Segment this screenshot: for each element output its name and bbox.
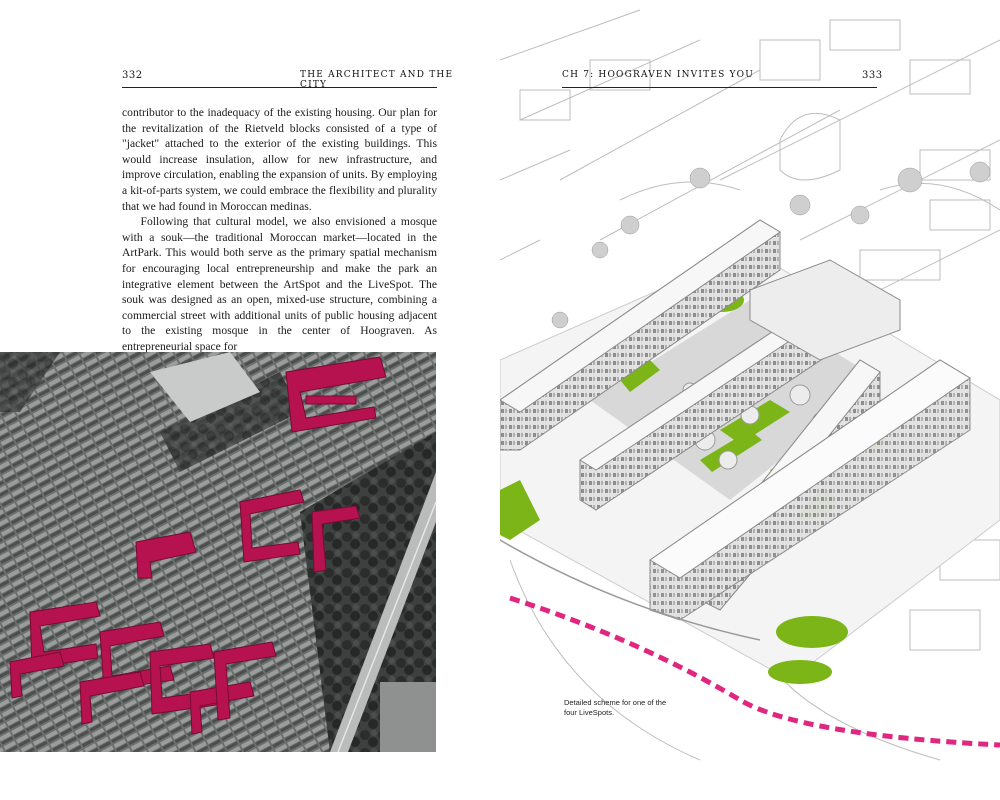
left-running-head: THE ARCHITECT AND THE CITY	[300, 70, 454, 90]
left-page-number: 332	[122, 70, 143, 81]
left-page: 332 THE ARCHITECT AND THE CITY contribut…	[0, 0, 480, 800]
paragraph-2: Following that cultural model, we also e…	[122, 215, 437, 353]
figure-caption: Detailed scheme for one of the four Live…	[564, 698, 667, 717]
aerial-photo	[0, 352, 436, 752]
paragraph-1: contributor to the inadequacy of the exi…	[122, 106, 437, 213]
right-page: CH 7: HOOGRAVEN INVITES YOU 333 Detailed…	[500, 0, 1000, 800]
right-page-number: 333	[862, 70, 883, 81]
right-header-rule	[562, 87, 877, 88]
book-gutter	[480, 0, 500, 800]
right-running-head: CH 7: HOOGRAVEN INVITES YOU	[562, 70, 755, 80]
livespot-scheme-illustration	[500, 0, 1000, 800]
body-text: contributor to the inadequacy of the exi…	[122, 105, 437, 355]
left-header-rule	[122, 87, 437, 88]
